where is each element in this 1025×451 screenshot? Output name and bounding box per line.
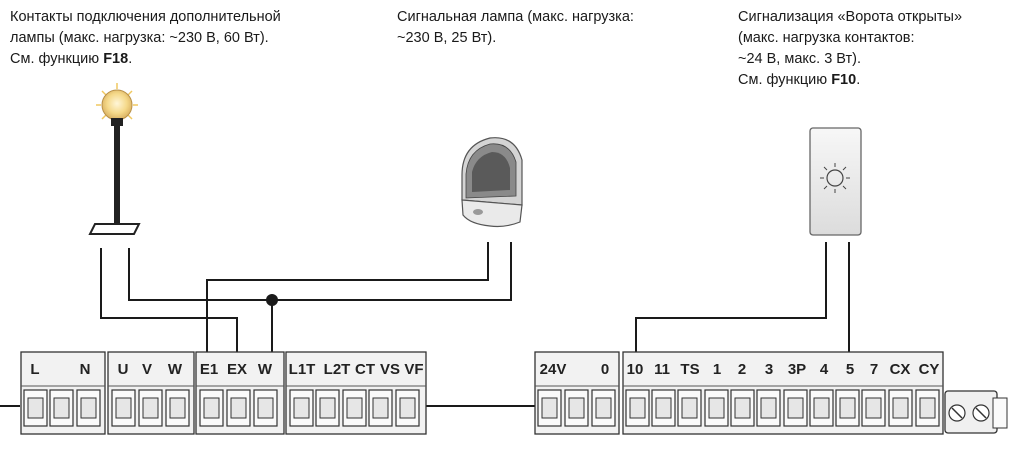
signal-lamp-caption: Сигнальная лампа (макс. нагрузка: ~230 В… <box>397 7 687 49</box>
terminal-label: CY <box>919 361 940 378</box>
gate-caption-function-code: F10 <box>831 72 857 88</box>
wires <box>0 242 850 407</box>
terminal-label: TS <box>680 361 699 378</box>
wire-gate-to-10 <box>635 242 827 355</box>
terminal-label: W <box>168 361 183 378</box>
gate-open-indicator-light-icon <box>809 127 862 236</box>
terminal-label: 10 <box>627 361 644 378</box>
terminal-screw[interactable] <box>677 389 702 427</box>
terminal-label: 0 <box>601 361 609 378</box>
lamp-caption-line1: Контакты подключения дополнительной <box>10 9 281 25</box>
terminal-screw[interactable] <box>165 389 190 427</box>
terminal-label: L1T <box>289 361 316 378</box>
signal-caption-line2: ~230 В, 25 Вт). <box>397 30 497 46</box>
wire-signal-to-ex <box>206 242 489 355</box>
gate-caption-line2: (макс. нагрузка контактов: <box>738 30 915 46</box>
flashing-signal-lamp-icon <box>461 137 523 228</box>
terminal-screw[interactable] <box>564 389 589 427</box>
terminal-screw[interactable] <box>253 389 278 427</box>
lamp-caption-line3-suffix: . <box>128 51 133 67</box>
terminal-label: 2 <box>738 361 746 378</box>
gate-caption-line3: ~24 В, макс. 3 Вт). <box>738 51 861 67</box>
lamp-caption-line3-prefix: См. функцию <box>10 51 104 67</box>
signal-caption-line1: Сигнальная лампа (макс. нагрузка: <box>397 9 634 25</box>
terminal-label: N <box>80 361 91 378</box>
terminal-screw[interactable] <box>368 389 393 427</box>
terminal-block-block5: 24V 0 <box>534 351 620 435</box>
wire-lamp-to-e1 <box>100 248 238 355</box>
terminal-screw[interactable] <box>625 389 650 427</box>
terminal-screw[interactable] <box>915 389 940 427</box>
terminal-label: L <box>30 361 39 378</box>
terminal-screw[interactable] <box>199 389 224 427</box>
wire-signal-to-w <box>272 242 512 301</box>
terminal-label: 3P <box>788 361 806 378</box>
terminal-screw[interactable] <box>651 389 676 427</box>
terminal-screw[interactable] <box>730 389 755 427</box>
terminal-label: V <box>142 361 152 378</box>
terminal-label: 5 <box>846 361 854 378</box>
lamp-caption: Контакты подключения дополнительной ламп… <box>10 7 340 70</box>
terminal-label: L2T <box>324 361 351 378</box>
lamp-caption-line2: лампы (макс. нагрузка: ~230 В, 60 Вт). <box>10 30 269 46</box>
gate-caption-line4: См. функцию F10. <box>738 70 1018 91</box>
terminal-label: CT <box>355 361 375 378</box>
terminal-screw[interactable] <box>315 389 340 427</box>
terminal-screw[interactable] <box>537 389 562 427</box>
terminal-label: U <box>118 361 129 378</box>
terminal-screw[interactable] <box>226 389 251 427</box>
terminal-screw[interactable] <box>888 389 913 427</box>
terminal-screw[interactable] <box>704 389 729 427</box>
terminal-label: EX <box>227 361 247 378</box>
gate-caption-line4-prefix: См. функцию <box>738 72 832 88</box>
terminal-label: VS <box>380 361 400 378</box>
terminal-screw[interactable] <box>809 389 834 427</box>
terminal-label: VF <box>404 361 423 378</box>
terminal-screw[interactable] <box>342 389 367 427</box>
terminal-screw[interactable] <box>111 389 136 427</box>
terminal-label: CX <box>890 361 911 378</box>
gate-caption-line1: Сигнализация «Ворота открыты» <box>738 9 963 25</box>
fuse-holder-icon <box>944 390 1008 434</box>
terminal-screw[interactable] <box>591 389 616 427</box>
terminal-screw[interactable] <box>138 389 163 427</box>
terminal-label: 24V <box>540 361 567 378</box>
terminal-screw[interactable] <box>76 389 101 427</box>
terminal-label: 7 <box>870 361 878 378</box>
junction-dot <box>266 294 278 306</box>
terminal-screw[interactable] <box>49 389 74 427</box>
gate-caption-line4-suffix: . <box>856 72 861 88</box>
terminal-label: 11 <box>654 361 670 378</box>
lamp-caption-function-code: F18 <box>103 51 129 67</box>
terminal-label: 4 <box>820 361 829 378</box>
terminal-screw[interactable] <box>783 389 808 427</box>
lamp-post-icon <box>88 83 141 235</box>
wire-lamp-to-w <box>128 248 273 355</box>
terminal-screw[interactable] <box>395 389 420 427</box>
terminal-label: 1 <box>713 361 721 378</box>
terminal-label: E1 <box>200 361 218 378</box>
terminal-label: 3 <box>765 361 773 378</box>
terminal-screw[interactable] <box>289 389 314 427</box>
terminal-label: W <box>258 361 273 378</box>
terminal-screw[interactable] <box>861 389 886 427</box>
terminal-screw[interactable] <box>756 389 781 427</box>
terminal-block-block3: E1 EX W <box>195 351 285 435</box>
terminal-screw[interactable] <box>835 389 860 427</box>
gate-open-caption: Сигнализация «Ворота открыты» (макс. наг… <box>738 7 1018 91</box>
terminal-screw[interactable] <box>23 389 48 427</box>
lamp-caption-line3: См. функцию F18. <box>10 49 340 70</box>
